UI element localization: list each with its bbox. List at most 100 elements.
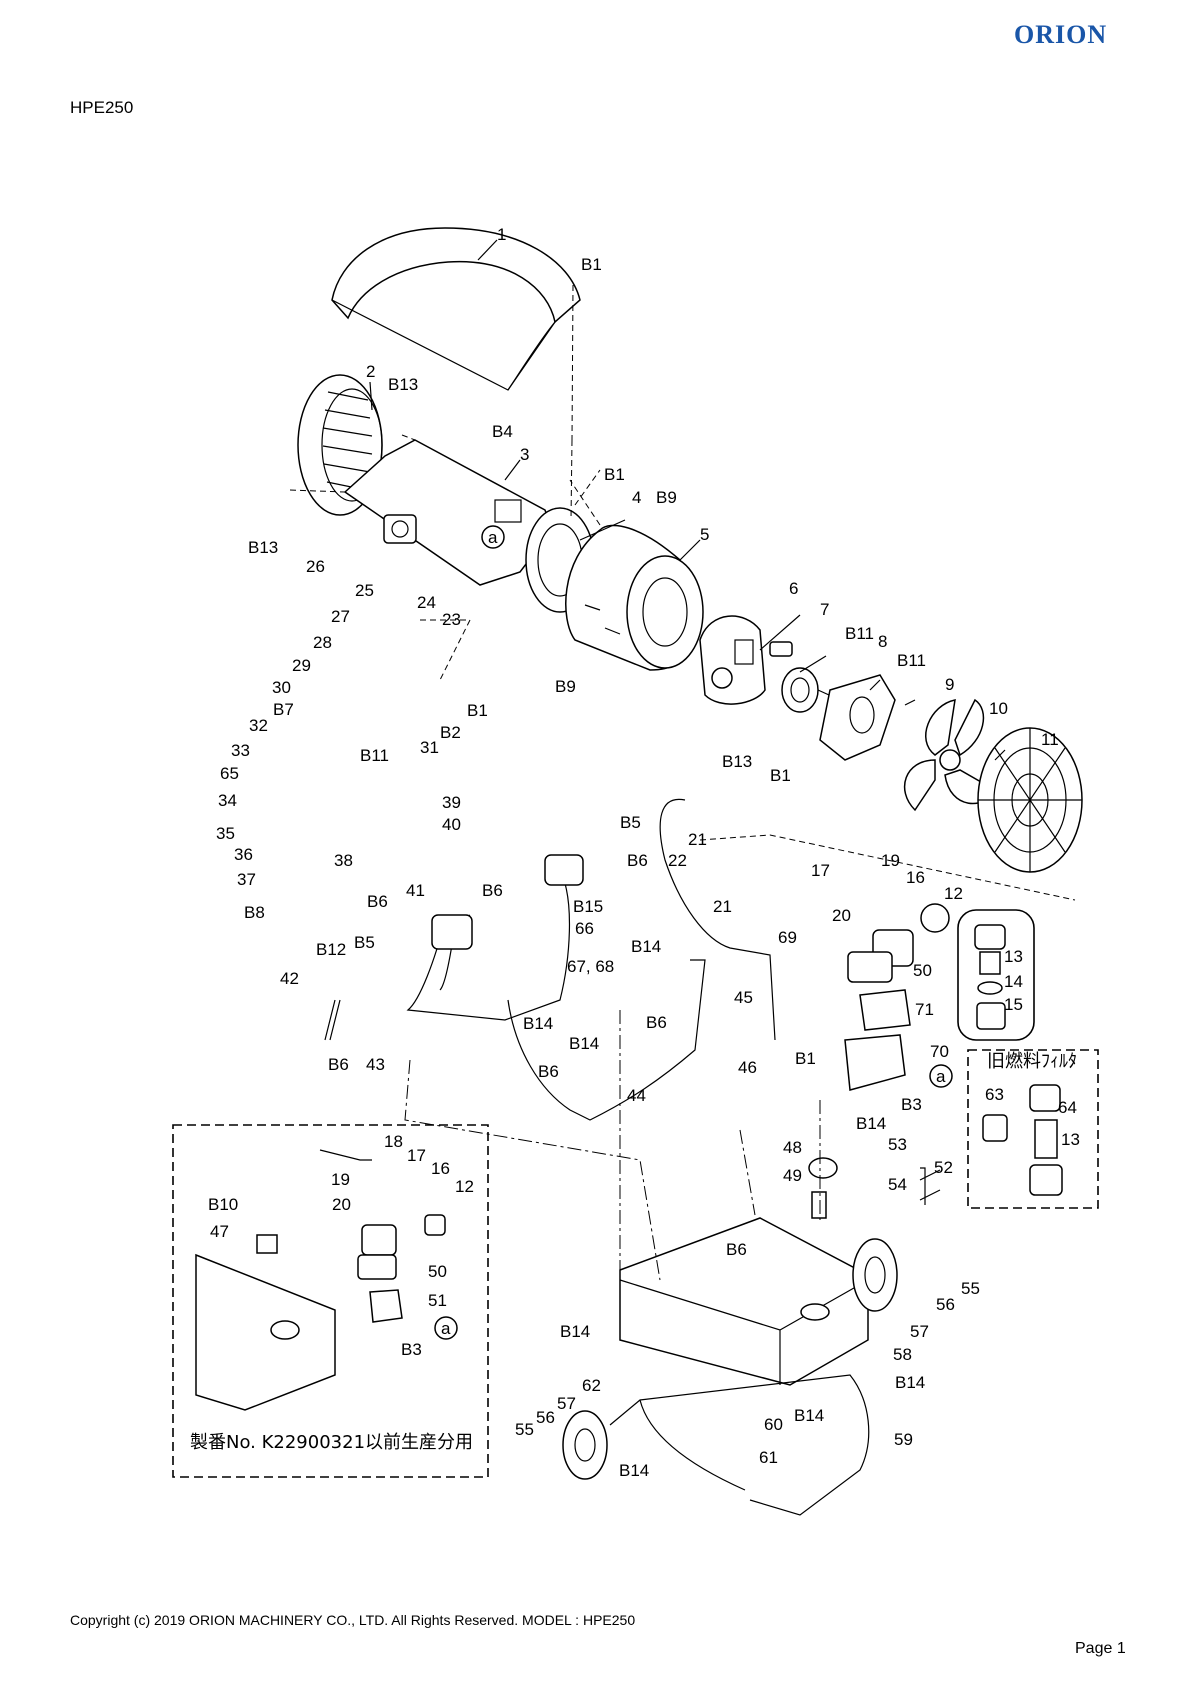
callout-label: B14	[794, 1406, 824, 1425]
callout-label: 29	[292, 656, 311, 675]
callout-label: B11	[897, 651, 926, 670]
callout-label: 55	[515, 1420, 534, 1439]
wheel-right-part	[852, 1238, 898, 1312]
model-title: HPE250	[70, 98, 134, 117]
combustion-chamber-part	[565, 524, 704, 671]
callout-label: 67, 68	[567, 957, 614, 976]
callout-label: B6	[627, 851, 648, 870]
rear-guard-part	[977, 727, 1083, 873]
callout-label: B6	[726, 1240, 747, 1259]
callout-label: B6	[328, 1055, 349, 1074]
callout-label: 38	[334, 851, 353, 870]
callout-label: 70	[930, 1042, 949, 1061]
fuel-strainer-part	[811, 1191, 827, 1219]
callout-label: B6	[482, 881, 503, 900]
callout-label: 35	[216, 824, 235, 843]
fuel-hose-part	[659, 798, 776, 1041]
callout-label: 64	[1058, 1098, 1077, 1117]
lower-frame-part	[343, 439, 553, 586]
callout-label: 34	[218, 791, 237, 810]
callout-label: 65	[220, 764, 239, 783]
callout-label: 4	[632, 488, 641, 507]
bracket-70-part	[844, 1034, 906, 1091]
callout-label: 47	[210, 1222, 229, 1241]
solenoid-valve-part	[847, 903, 950, 983]
callout-label: B2	[440, 723, 461, 742]
callout-label: B9	[555, 677, 576, 696]
page-number: Page 1	[1075, 1640, 1126, 1657]
callout-label: B6	[646, 1013, 667, 1032]
callout-label: 17	[811, 861, 830, 880]
callout-label: 61	[759, 1448, 778, 1467]
callout-label: 19	[331, 1170, 350, 1189]
copyright-footer: Copyright (c) 2019 ORION MACHINERY CO., …	[70, 1612, 636, 1628]
callout-label: 51	[428, 1291, 447, 1310]
callout-label: B6	[538, 1062, 559, 1081]
callout-label: 13	[1004, 947, 1023, 966]
reference-a-label: a	[441, 1319, 451, 1338]
callout-label: 22	[668, 851, 687, 870]
callout-label: 5	[700, 525, 709, 544]
callout-labels: 1 B1 2 B13 B4 3 B1 4 B9 5 B13 26 25 24 2…	[190, 225, 1080, 1480]
callout-label: 14	[1004, 972, 1023, 991]
callout-label: 54	[888, 1175, 907, 1194]
callout-label: 62	[582, 1376, 601, 1395]
old-fuel-filter-title: 旧燃料ﾌｨﾙﾀ	[987, 1051, 1077, 1072]
callout-label: B8	[244, 903, 265, 922]
callout-label: 66	[575, 919, 594, 938]
callout-label: 16	[906, 868, 925, 887]
callout-label: 15	[1004, 995, 1023, 1014]
callout-label: B1	[467, 701, 488, 720]
callout-label: 2	[366, 362, 375, 381]
fuel-cap-part	[808, 1157, 838, 1179]
callout-label: 53	[888, 1135, 907, 1154]
callout-label: 7	[820, 600, 829, 619]
callout-label: B1	[604, 465, 625, 484]
callout-label: 39	[442, 793, 461, 812]
callout-label: B9	[656, 488, 677, 507]
callout-label: B5	[620, 813, 641, 832]
callout-label: 37	[237, 870, 256, 889]
callout-label: B13	[388, 375, 418, 394]
callout-label: B3	[401, 1340, 422, 1359]
motor-bracket-part	[819, 674, 896, 761]
callout-label: 13	[1061, 1130, 1080, 1149]
callout-label: 59	[894, 1430, 913, 1449]
callout-label: 26	[306, 557, 325, 576]
callout-label: B7	[273, 700, 294, 719]
callout-label: 69	[778, 928, 797, 947]
callout-label: 8	[878, 632, 887, 651]
callout-label: 40	[442, 815, 461, 834]
callout-label: 46	[738, 1058, 757, 1077]
orion-logo: ORION	[1014, 20, 1108, 49]
callout-label: 58	[893, 1345, 912, 1364]
callout-label: B14	[895, 1373, 925, 1392]
callout-label: 48	[783, 1138, 802, 1157]
callout-label: 56	[536, 1408, 555, 1427]
callout-label: B12	[316, 940, 346, 959]
callout-label: 50	[428, 1262, 447, 1281]
callout-label: 11	[1041, 730, 1059, 749]
callout-label: 63	[985, 1085, 1004, 1104]
callout-label: 42	[280, 969, 299, 988]
callout-label: 50	[913, 961, 932, 980]
callout-label: 17	[407, 1146, 426, 1165]
callout-label: B1	[581, 255, 602, 274]
callout-label: B15	[573, 897, 603, 916]
callout-label: 60	[764, 1415, 783, 1434]
callout-label: 23	[442, 610, 461, 629]
callout-label: 31	[420, 738, 439, 757]
callout-label: 49	[783, 1166, 802, 1185]
callout-label: B14	[631, 937, 661, 956]
callout-label: B1	[795, 1049, 816, 1068]
callout-label: 6	[789, 579, 798, 598]
previous-production-inset	[172, 1124, 489, 1478]
callout-label: B13	[248, 538, 278, 557]
callout-label: 33	[231, 741, 250, 760]
callout-label: B10	[208, 1195, 238, 1214]
burner-assembly-part	[699, 615, 766, 705]
callout-label: 3	[520, 445, 529, 464]
callout-label: 12	[944, 884, 963, 903]
callout-label: 1	[497, 225, 506, 244]
